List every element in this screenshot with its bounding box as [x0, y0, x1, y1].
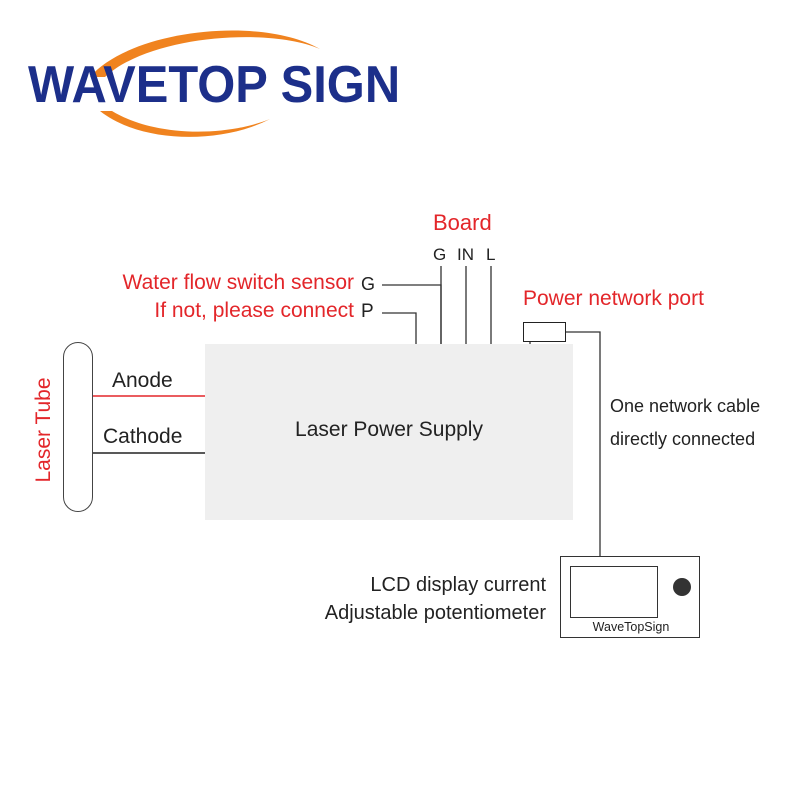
- lcd-screen: [570, 566, 658, 618]
- logo-swoosh-icon: [90, 30, 320, 137]
- board-pin-g: G: [433, 245, 447, 264]
- laser-tube-label: Laser Tube: [32, 377, 55, 483]
- logo-lower-arc: [100, 111, 270, 137]
- water-sensor-label: Water flow switch sensor: [122, 271, 354, 294]
- network-note-line2: directly connected: [610, 429, 756, 449]
- cathode-label: Cathode: [103, 425, 183, 448]
- p-pin-wire: [382, 312, 417, 344]
- if-not-label: If not, please connect: [154, 299, 354, 322]
- network-cable-line: [566, 331, 601, 556]
- logo-upper-arc: [90, 30, 320, 77]
- lcd-display-module: WaveTopSign: [560, 556, 700, 638]
- board-pin-l: L: [486, 245, 496, 264]
- lcd-note-line2: Adjustable potentiometer: [324, 602, 546, 624]
- potentiometer-knob-icon: [673, 578, 691, 596]
- network-note-line1: One network cable: [610, 396, 761, 416]
- anode-label: Anode: [112, 369, 173, 392]
- water-sensor-wire: [382, 284, 442, 344]
- power-port-label: Power network port: [523, 287, 704, 310]
- psu-label: Laser Power Supply: [295, 418, 483, 441]
- lcd-note-line1: LCD display current: [370, 574, 546, 596]
- laser-power-supply: Laser Power Supply: [205, 344, 573, 520]
- brand-logo: WAVETOP SIGN: [20, 15, 400, 145]
- logo-text: WAVETOP SIGN: [28, 56, 401, 114]
- lcd-brand-label: WaveTopSign: [592, 620, 670, 634]
- laser-tube: [63, 342, 93, 512]
- water-sensor-pin: G: [361, 274, 376, 294]
- if-not-pin: P: [361, 301, 374, 322]
- board-title: Board: [433, 210, 492, 235]
- power-network-port: [523, 322, 566, 342]
- board-pin-in: IN: [457, 245, 474, 264]
